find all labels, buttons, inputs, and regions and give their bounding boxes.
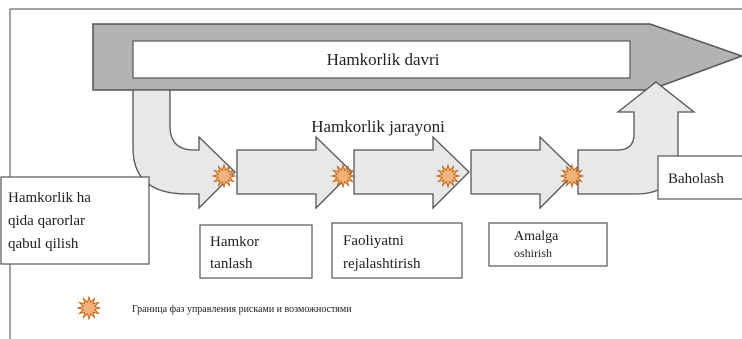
stage-planning-line-2: rejalashtirish [343, 256, 421, 272]
phase-boundary-marker [559, 163, 585, 189]
process-label: Hamkorlik jarayoni [311, 117, 445, 136]
stage-box-decision [0, 176, 150, 265]
process-arrow-segment-3 [353, 135, 470, 210]
process-arrow-segment-2 [236, 135, 353, 210]
stage-box-evaluation [657, 155, 742, 200]
stage-partner-line-1: Hamkor [210, 234, 259, 250]
stage-box-implementation [488, 222, 608, 267]
cycle-label-box [132, 40, 631, 79]
phase-boundary-marker [211, 163, 237, 189]
phase-boundary-marker [330, 163, 356, 189]
stage-decision-line-2: qida qarorlar [8, 213, 85, 229]
process-arrow [132, 89, 236, 210]
process-arrow-segment-4 [470, 135, 577, 210]
phase-boundary-marker [435, 163, 461, 189]
stage-implementation-line-2: oshirish [514, 246, 552, 260]
starburst-marker-icon [76, 295, 102, 321]
stage-partner-line-2: tanlash [210, 256, 253, 272]
cycle-label: Hamkorlik davri [327, 50, 440, 69]
stage-implementation-line-1: Amalga [514, 229, 559, 244]
stage-planning-line-1: Faoliyatni [343, 233, 404, 249]
stage-decision-line-3: qabul qilish [8, 236, 79, 252]
legend-text: Граница фаз управления рисками и возможн… [132, 304, 352, 315]
stage-decision-line-1: Hamkorlik ha [8, 190, 91, 206]
stage-box-planning [331, 222, 463, 279]
stage-box-partner-selection [199, 224, 313, 279]
stage-evaluation-label: Baholash [668, 171, 724, 187]
